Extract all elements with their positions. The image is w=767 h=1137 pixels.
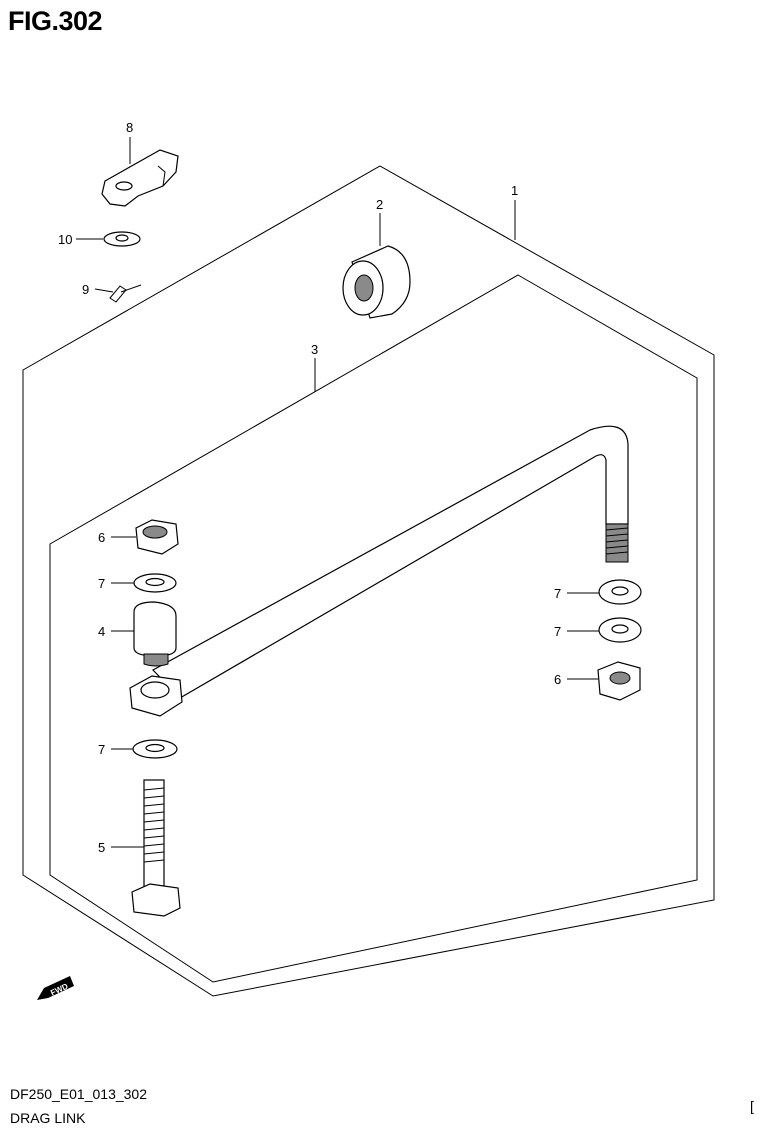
part-3-drag-link-rod [129,425,629,717]
forward-direction-arrow-icon: FWD [37,976,74,1000]
callout-1: 1 [511,183,518,198]
callout-7-left-top: 7 [98,576,105,591]
part-5-bolt [131,779,181,917]
callout-6-left: 6 [98,530,105,545]
figure-code: DF250_E01_013_302 [10,1086,148,1102]
corner-mark: [ [750,1098,754,1114]
callout-2: 2 [376,197,383,212]
part-7-washer-left-top [133,573,177,593]
figure-name: DRAG LINK [10,1110,86,1126]
part-6-nut-right [597,661,641,701]
forward-direction-label: FWD [49,982,70,998]
part-2-bushing [342,245,411,319]
part-7-washer-right-bottom [598,617,642,643]
kit-outline-outer [22,165,715,997]
callout-7-left-bottom: 7 [98,742,105,757]
callout-10: 10 [58,232,72,247]
leader-lines [76,137,599,848]
part-9-cotter-pin [109,284,142,303]
callout-9: 9 [82,282,89,297]
callout-4: 4 [98,624,105,639]
part-7-washer-right-top [598,579,642,605]
callout-6-right: 6 [554,672,561,687]
kit-outline-inner [49,274,698,983]
callout-7-right-top: 7 [554,586,561,601]
callout-3: 3 [311,342,318,357]
part-4-collar [133,601,177,667]
part-10-washer [103,231,141,247]
part-8-bracket [101,149,179,207]
figure-title: FIG.302 [8,6,103,36]
part-6-nut-left [135,519,179,555]
part-7-washer-left-bottom [132,739,178,759]
callout-5: 5 [98,840,105,855]
callout-8: 8 [126,120,133,135]
callout-7-right-bottom: 7 [554,624,561,639]
